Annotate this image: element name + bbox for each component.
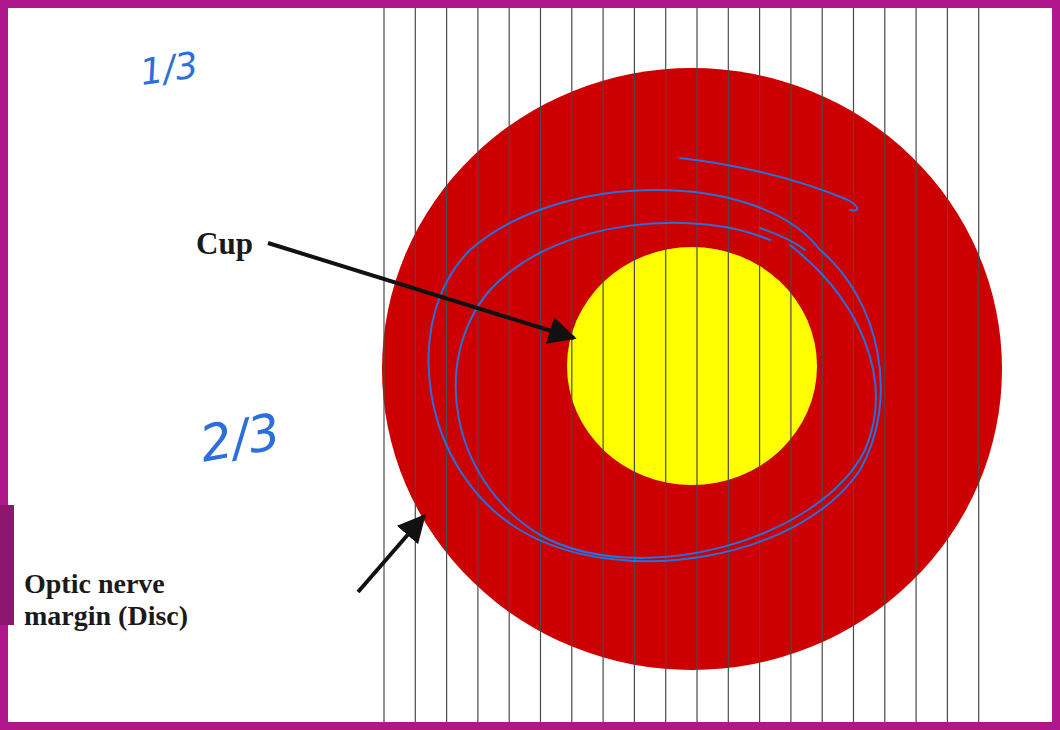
grid-line bbox=[602, 8, 603, 722]
optic-disc bbox=[382, 68, 1002, 670]
hand-fraction: 1/3 bbox=[137, 44, 200, 93]
grid-line bbox=[634, 8, 635, 722]
hand-stroke bbox=[760, 228, 805, 250]
grid-line bbox=[415, 8, 416, 722]
grid-line bbox=[571, 8, 572, 722]
grid-line bbox=[978, 8, 979, 722]
leader-arrow bbox=[358, 516, 424, 592]
grid-line bbox=[759, 8, 760, 722]
hand-loop bbox=[429, 190, 881, 561]
grid-line bbox=[853, 8, 854, 722]
slide-ground bbox=[8, 8, 1052, 722]
grid-line bbox=[509, 8, 510, 722]
grid-line bbox=[383, 8, 384, 722]
grid-line bbox=[540, 8, 541, 722]
grid-line bbox=[915, 8, 916, 722]
part-label: Cup bbox=[196, 226, 253, 262]
grid-line bbox=[696, 8, 697, 722]
grid-line bbox=[665, 8, 666, 722]
hand-loop bbox=[456, 223, 876, 558]
hand-stroke bbox=[680, 158, 857, 211]
grid-line bbox=[947, 8, 948, 722]
grid-line bbox=[446, 8, 447, 722]
grid-line bbox=[884, 8, 885, 722]
grid-line bbox=[477, 8, 478, 722]
grid-line bbox=[822, 8, 823, 722]
grid-line bbox=[790, 8, 791, 722]
optic-cup bbox=[567, 247, 817, 485]
part-label: Optic nerve margin (Disc) bbox=[24, 568, 234, 632]
grid-lines bbox=[384, 8, 979, 722]
grid-line bbox=[728, 8, 729, 722]
hand-annotation bbox=[429, 158, 881, 561]
slide-decoration bbox=[0, 505, 14, 625]
leader-arrow bbox=[268, 243, 574, 338]
